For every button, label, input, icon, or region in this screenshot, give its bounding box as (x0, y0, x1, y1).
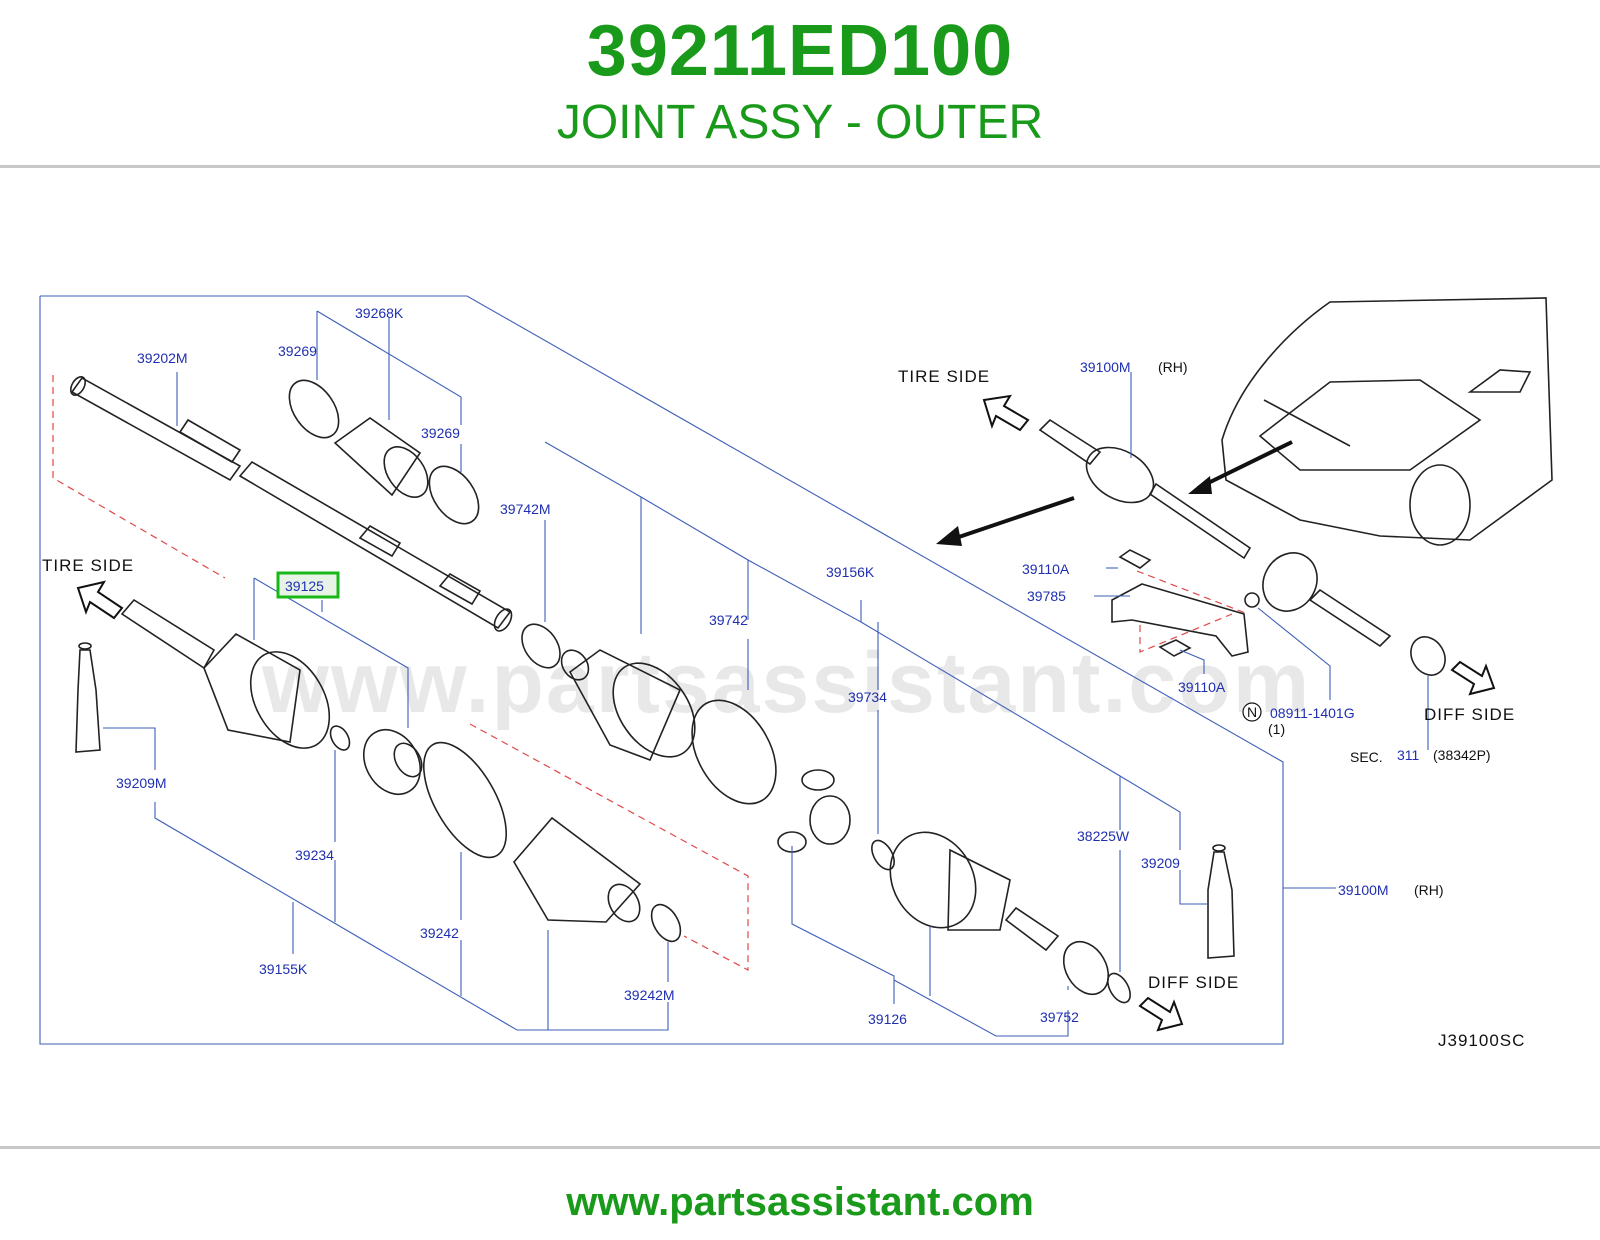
callout-39100M-top[interactable]: 39100M (1080, 359, 1131, 375)
n-circle-icon (1242, 702, 1262, 722)
highlighted-part-box[interactable] (276, 571, 340, 599)
callout-39752[interactable]: 39752 (1040, 1009, 1079, 1025)
part-name-subtitle: JOINT ASSY - OUTER (556, 96, 1044, 149)
snap-ring-part (871, 839, 895, 871)
grease-tube-right-part (1207, 844, 1235, 959)
diff-side-label-bottom: DIFF SIDE (1148, 973, 1239, 992)
sec-number-311[interactable]: 311 (1397, 747, 1420, 763)
callout-39734[interactable]: 39734 (848, 689, 887, 705)
callout-39742[interactable]: 39742 (709, 612, 748, 628)
watermark-text: www.partsassistant.com (261, 635, 1311, 731)
callout-38225W[interactable]: 38225W (1077, 828, 1130, 844)
callout-39242[interactable]: 39242 (420, 925, 459, 941)
shaft-part (69, 376, 513, 632)
frame-outline (39, 295, 1284, 1045)
callout-39100M-right-rh: (RH) (1414, 882, 1444, 898)
callout-39202M[interactable]: 39202M (137, 350, 188, 366)
tire-side-label-left: TIRE SIDE (42, 556, 134, 575)
callout-39242M[interactable]: 39242M (624, 987, 675, 1003)
alignment-dash-middle (469, 723, 749, 971)
middle-boot-part (560, 649, 696, 762)
callout-39268K[interactable]: 39268K (355, 305, 404, 321)
support-bracket-part (1111, 549, 1260, 657)
callout-08911-qty: (1) (1268, 721, 1285, 737)
alignment-dash-bracket (1139, 613, 1233, 653)
callout-39100M-top-rh: (RH) (1158, 359, 1188, 375)
tire-side-label-right: TIRE SIDE (898, 367, 990, 386)
page-header: 39211ED100 JOINT ASSY - OUTER (0, 0, 1600, 170)
outer-boot-part (513, 816, 642, 923)
callout-39126[interactable]: 39126 (868, 1011, 907, 1027)
inner-housing-part (889, 831, 1060, 952)
callout-39269-upper[interactable]: 39269 (278, 343, 317, 359)
grease-tube-left-part (75, 642, 101, 753)
callout-39100M-right[interactable]: 39100M (1338, 882, 1389, 898)
drive-shaft-assembly-part (1038, 418, 1392, 648)
sec-ref-38342P: (38342P) (1433, 747, 1491, 763)
oil-seal-part (1062, 940, 1110, 996)
callout-39110A-bottom[interactable]: 39110A (1178, 679, 1226, 695)
circlip-38225W-part (1107, 972, 1131, 1004)
vehicle-outline (1221, 297, 1553, 546)
tripod-part (777, 769, 851, 853)
outer-joint-part (120, 598, 331, 749)
callout-39156K[interactable]: 39156K (826, 564, 875, 580)
diff-side-label-right: DIFF SIDE (1424, 705, 1515, 724)
drawing-code: J39100SC (1438, 1031, 1525, 1050)
sec-label: SEC. (1350, 749, 1383, 765)
callout-39125-highlighted[interactable]: 39125 (285, 578, 324, 594)
alignment-dash-left (52, 375, 226, 579)
callout-39742M[interactable]: 39742M (500, 501, 551, 517)
small-clamp-part (650, 903, 682, 943)
tire-side-arrow-left-icon (76, 580, 124, 620)
footer-divider (0, 1146, 1600, 1149)
callout-39209M[interactable]: 39209M (116, 775, 167, 791)
inner-boot-part (288, 379, 480, 525)
callout-39110A-top[interactable]: 39110A (1022, 561, 1070, 577)
callout-39269-lower[interactable]: 39269 (421, 425, 460, 441)
circlip-part (329, 725, 351, 751)
part-number-title: 39211ED100 (586, 11, 1014, 91)
large-clamp-part (691, 699, 777, 805)
bearing-cage-part (362, 729, 423, 795)
callout-39785[interactable]: 39785 (1027, 588, 1066, 604)
diff-side-arrow-right-icon (1450, 660, 1496, 696)
tire-side-arrow-right-icon (982, 394, 1030, 432)
diff-side-arrow-bottom-icon (1138, 996, 1184, 1032)
leader-lines (103, 310, 1429, 1037)
view-direction-arrows (936, 440, 1293, 546)
boot-band-part (422, 741, 508, 859)
clamp-39742M-part (521, 623, 561, 669)
bearing-ring-part (1410, 636, 1446, 676)
callout-08911-1401G[interactable]: 08911-1401G (1270, 705, 1355, 721)
callout-39155K[interactable]: 39155K (259, 961, 308, 977)
callout-08911-prefix: N (1247, 704, 1257, 720)
callout-39234[interactable]: 39234 (295, 847, 334, 863)
footer-website-link[interactable]: www.partsassistant.com (566, 1180, 1034, 1224)
callout-39209[interactable]: 39209 (1141, 855, 1180, 871)
header-divider (0, 165, 1600, 168)
alignment-dash-bolt (1136, 570, 1249, 615)
